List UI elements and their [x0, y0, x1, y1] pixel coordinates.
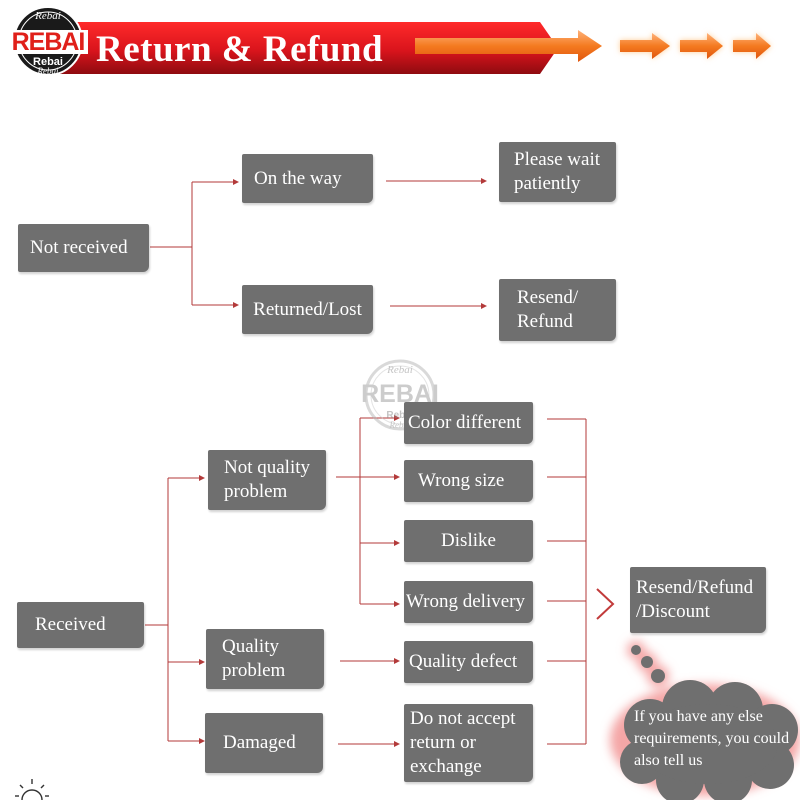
node-outcome-resend-refund-discount: Resend/Refund /Discount — [630, 567, 766, 633]
node-wrong-delivery: Wrong delivery — [404, 581, 533, 623]
node-color-different: Color different — [404, 402, 533, 444]
node-quality-defect: Quality defect — [404, 641, 533, 683]
logo-top-text: Rebai — [35, 10, 61, 22]
sun-icon — [15, 779, 49, 800]
node-not-quality-problem: Not quality problem — [208, 450, 326, 510]
header-banner — [50, 22, 771, 74]
page-title: Return & Refund — [96, 29, 384, 70]
watermark-bottom-text: Rebai — [389, 420, 411, 430]
node-on-the-way: On the way — [242, 154, 373, 203]
node-wrong-size: Wrong size — [404, 460, 533, 502]
arrow-icon-1 — [620, 33, 670, 59]
watermark-top-text: Rebai — [387, 364, 413, 376]
node-damaged: Damaged — [205, 713, 323, 773]
thought-cloud — [610, 641, 800, 800]
logo-bottom-text: Rebai — [37, 66, 59, 76]
node-dislike: Dislike — [404, 520, 533, 562]
chevron-right-icon — [596, 588, 615, 620]
arrow-icon-3 — [733, 33, 771, 59]
node-not-received: Not received — [18, 224, 149, 272]
logo-main-text: REBAI — [11, 28, 86, 56]
node-quality-problem: Quality problem — [206, 629, 324, 689]
cloud-message: If you have any else requirements, you c… — [634, 708, 790, 769]
node-please-wait: Please wait patiently — [499, 142, 616, 202]
logo-mid-text: Rebai — [33, 56, 63, 68]
node-do-not-accept: Do not accept return or exchange — [404, 704, 533, 782]
node-returned-lost: Returned/Lost — [242, 285, 373, 334]
brand-logo: Rebai REBAI Rebai Rebai — [8, 4, 88, 78]
node-received: Received — [17, 602, 144, 648]
watermark-mid-text: Rebai — [386, 410, 414, 421]
arrow-icon-2 — [680, 33, 723, 59]
node-resend-refund: Resend/ Refund — [499, 279, 616, 341]
